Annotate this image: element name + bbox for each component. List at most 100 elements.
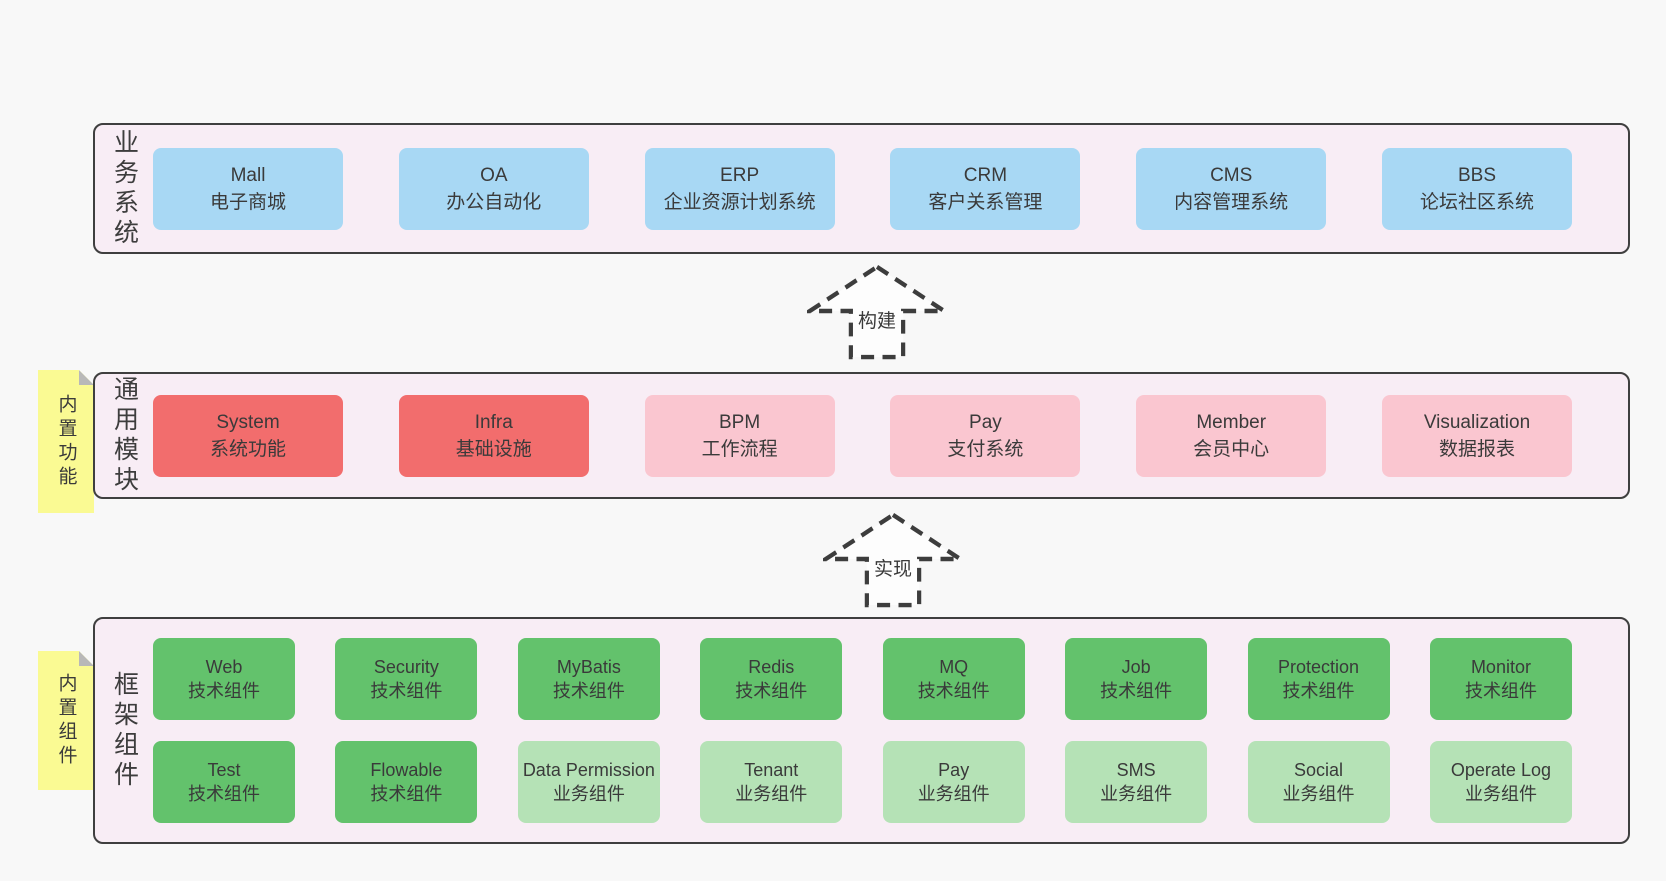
box-sms: SMS 业务组件 (1065, 741, 1208, 823)
folded-corner-icon (79, 651, 94, 666)
box-title: ERP (720, 164, 760, 186)
box-tenant: Tenant 业务组件 (700, 741, 843, 823)
box-subtitle: 技术组件 (370, 784, 443, 804)
box-subtitle: 技术组件 (735, 681, 808, 701)
box-mq: MQ 技术组件 (882, 638, 1025, 720)
box-title: Mall (230, 164, 266, 186)
band-common-boxes: System 系统功能 Infra 基础设施 BPM 工作流程 Pay 支付系统… (153, 374, 1628, 497)
box-monitor: Monitor 技术组件 (1429, 638, 1572, 720)
arrow-build: 构建 (807, 262, 947, 360)
box-subtitle: 客户关系管理 (928, 191, 1043, 213)
band-framework-label: 框架组件 (110, 670, 139, 791)
box-pay-module: Pay 支付系统 (890, 394, 1081, 477)
box-subtitle: 系统功能 (209, 438, 286, 460)
box-subtitle: 业务组件 (917, 784, 990, 804)
box-subtitle: 电子商城 (209, 191, 286, 213)
arrow-implement-label: 实现 (873, 559, 913, 581)
box-subtitle: 办公自动化 (446, 191, 542, 213)
box-title: BBS (1457, 164, 1496, 186)
box-subtitle: 技术组件 (917, 681, 990, 701)
band-common-modules: 通用模块 System 系统功能 Infra 基础设施 BPM 工作流程 Pay… (93, 372, 1630, 499)
band-label-wrap: 通用模块 (95, 374, 153, 497)
box-title: Redis (748, 657, 795, 677)
box-subtitle: 会员中心 (1193, 438, 1270, 460)
box-subtitle: 技术组件 (1464, 681, 1537, 701)
box-title: Visualization (1423, 411, 1531, 433)
sticky-label: 内置组件 (55, 672, 77, 769)
box-system: System 系统功能 (153, 394, 343, 477)
box-subtitle: 内容管理系统 (1174, 191, 1289, 213)
box-subtitle: 论坛社区系统 (1419, 191, 1534, 213)
box-title: Infra (474, 411, 513, 433)
box-crm: CRM 客户关系管理 (890, 147, 1081, 230)
box-subtitle: 业务组件 (735, 784, 808, 804)
box-subtitle: 业务组件 (1464, 784, 1537, 804)
box-member: Member 会员中心 (1136, 394, 1327, 477)
box-subtitle: 支付系统 (947, 438, 1024, 460)
box-title: Monitor (1470, 657, 1531, 677)
box-title: Pay (938, 760, 970, 780)
box-protection: Protection 技术组件 (1247, 638, 1390, 720)
box-title: Social (1294, 760, 1344, 780)
box-data-permission: Data Permission 业务组件 (517, 741, 660, 823)
box-title: OA (480, 164, 508, 186)
sticky-built-in-functions: 内置功能 (38, 370, 94, 513)
box-title: MyBatis (556, 657, 621, 677)
box-title: Operate Log (1450, 760, 1551, 780)
box-subtitle: 基础设施 (455, 438, 532, 460)
box-title: SMS (1116, 760, 1156, 780)
box-title: CMS (1210, 164, 1253, 186)
box-subtitle: 工作流程 (701, 438, 778, 460)
arrow-build-label: 构建 (857, 311, 897, 333)
sticky-built-in-components: 内置组件 (38, 651, 94, 790)
box-subtitle: 技术组件 (552, 681, 625, 701)
box-subtitle: 技术组件 (1282, 681, 1355, 701)
box-subtitle: 技术组件 (188, 784, 260, 804)
box-title: Flowable (370, 760, 443, 780)
box-oa: OA 办公自动化 (398, 147, 589, 230)
box-visualization: Visualization 数据报表 (1381, 394, 1572, 477)
box-subtitle: 技术组件 (188, 681, 260, 701)
box-title: Protection (1278, 657, 1360, 677)
box-title: Pay (969, 411, 1002, 433)
arrow-implement: 实现 (823, 510, 963, 608)
box-erp: ERP 企业资源计划系统 (644, 147, 835, 230)
box-subtitle: 企业资源计划系统 (663, 191, 816, 213)
box-subtitle: 业务组件 (1282, 784, 1355, 804)
box-redis: Redis 技术组件 (700, 638, 843, 720)
band-framework-boxes: Web 技术组件 Security 技术组件 MyBatis 技术组件 Redi… (153, 619, 1628, 842)
box-title: Web (205, 657, 243, 677)
box-operate-log: Operate Log 业务组件 (1429, 741, 1572, 823)
box-title: CRM (963, 164, 1008, 186)
box-web: Web 技术组件 (153, 638, 295, 720)
box-infra: Infra 基础设施 (398, 394, 589, 477)
box-social: Social 业务组件 (1247, 741, 1390, 823)
up-arrow-icon (807, 264, 947, 360)
box-flowable: Flowable 技术组件 (335, 741, 478, 823)
box-bpm: BPM 工作流程 (644, 394, 835, 477)
band-common-label: 通用模块 (110, 375, 139, 496)
box-bbs: BBS 论坛社区系统 (1381, 147, 1572, 230)
box-test: Test 技术组件 (153, 741, 295, 823)
box-title: Tenant (744, 760, 799, 780)
band-business-systems: 业务系统 Mall 电子商城 OA 办公自动化 ERP 企业资源计划系统 CRM… (93, 123, 1630, 254)
box-mybatis: MyBatis 技术组件 (517, 638, 660, 720)
box-job: Job 技术组件 (1065, 638, 1208, 720)
up-arrow-icon (823, 512, 963, 608)
band-label-wrap: 业务系统 (95, 125, 153, 252)
box-title: Member (1196, 411, 1267, 433)
sticky-label: 内置功能 (55, 393, 77, 490)
box-security: Security 技术组件 (335, 638, 478, 720)
box-pay-component: Pay 业务组件 (882, 741, 1025, 823)
box-title: System (216, 411, 280, 433)
box-title: Data Permission (522, 760, 655, 780)
folded-corner-icon (79, 370, 94, 385)
box-title: MQ (939, 657, 969, 677)
band-label-wrap: 框架组件 (95, 619, 153, 842)
box-title: Test (207, 760, 241, 780)
box-title: Security (373, 657, 439, 677)
box-subtitle: 业务组件 (552, 784, 625, 804)
box-cms: CMS 内容管理系统 (1136, 147, 1327, 230)
box-title: BPM (719, 411, 761, 433)
